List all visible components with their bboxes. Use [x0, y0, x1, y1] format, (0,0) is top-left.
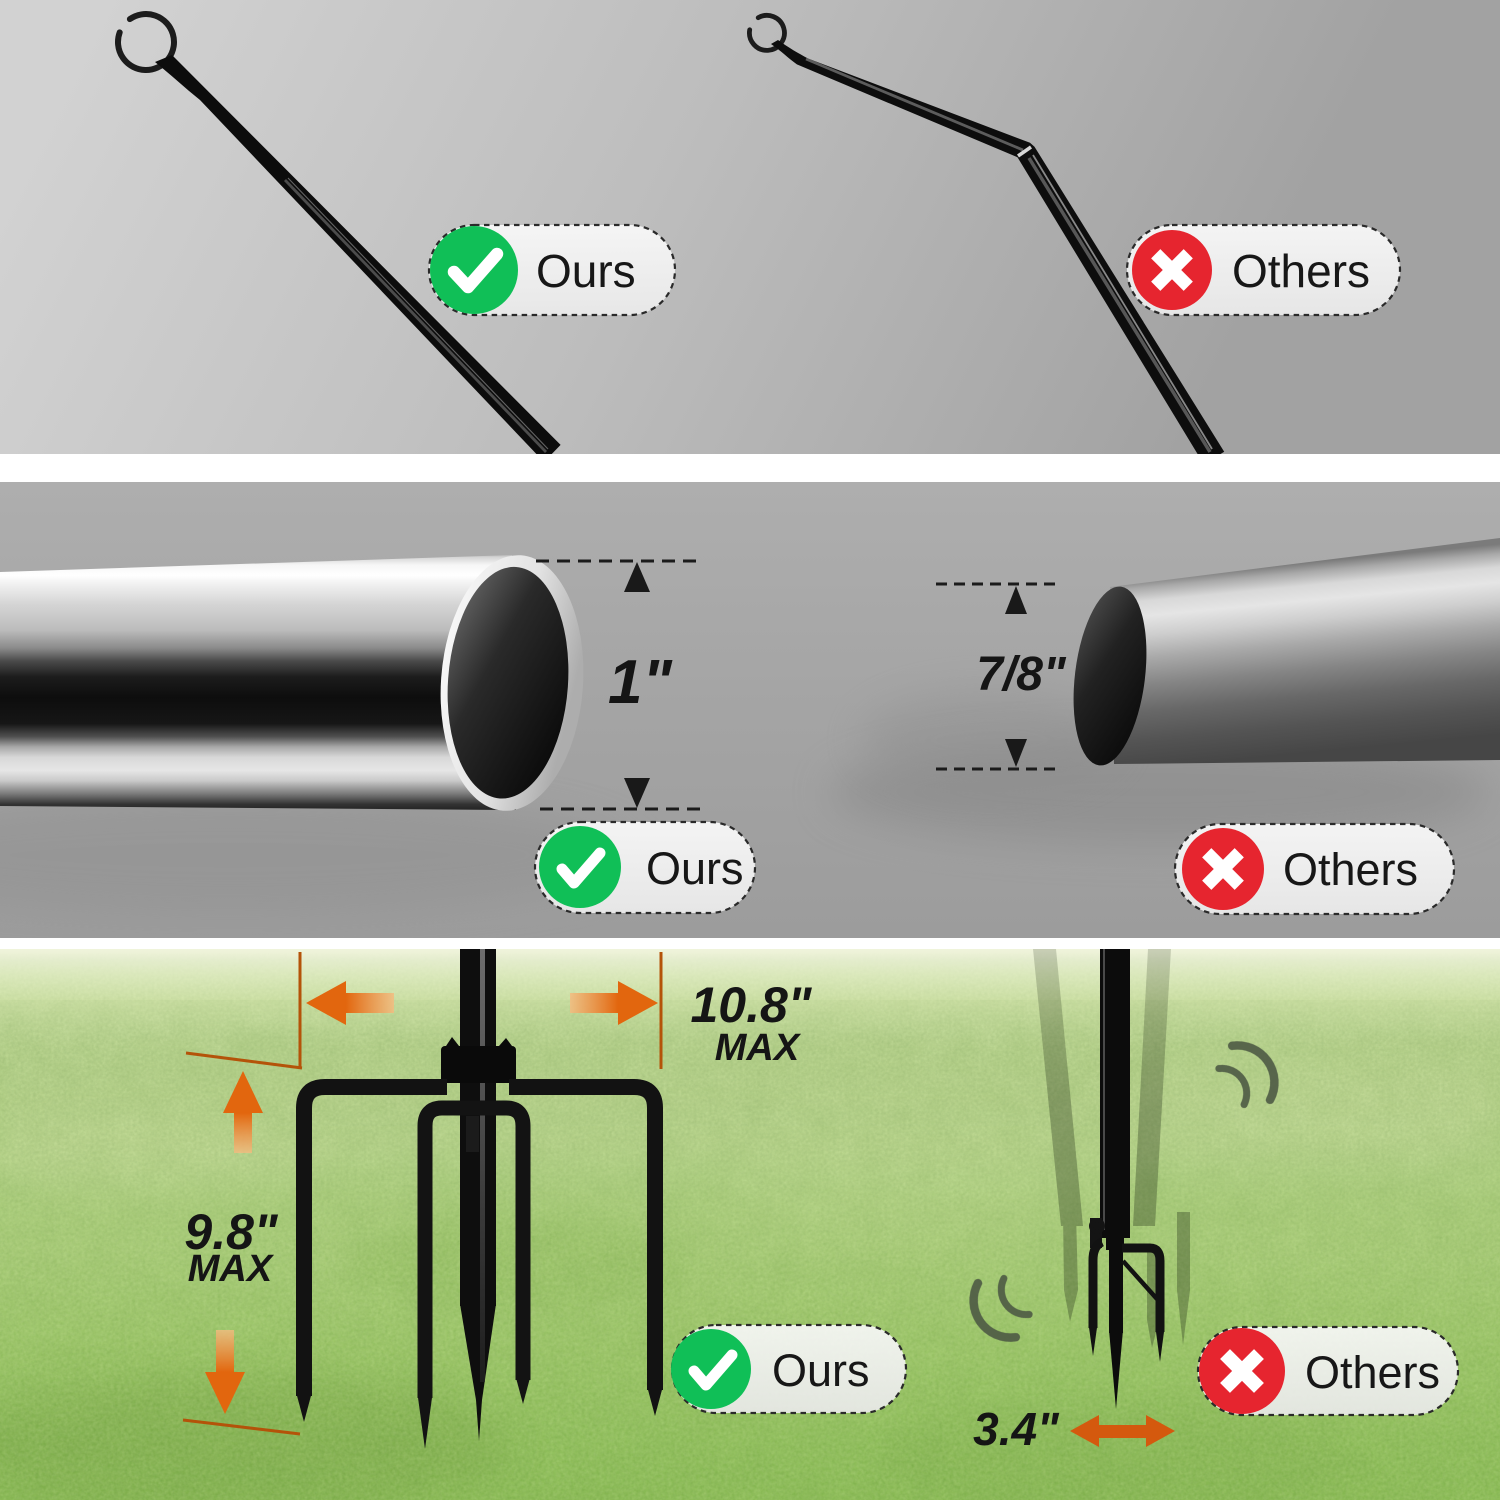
svg-text:7/8": 7/8": [976, 648, 1067, 701]
svg-text:MAX: MAX: [715, 1027, 802, 1069]
svg-text:10.8": 10.8": [690, 977, 812, 1033]
svg-text:Others: Others: [1305, 1347, 1440, 1398]
svg-text:9.8": 9.8": [184, 1204, 279, 1260]
svg-text:Ours: Ours: [646, 843, 744, 894]
svg-text:Others: Others: [1232, 245, 1370, 297]
svg-text:Others: Others: [1283, 844, 1418, 895]
svg-text:Ours: Ours: [772, 1345, 870, 1396]
svg-text:1": 1": [608, 648, 673, 717]
svg-text:MAX: MAX: [188, 1248, 275, 1290]
svg-text:3.4": 3.4": [973, 1403, 1060, 1455]
svg-text:Ours: Ours: [536, 245, 636, 297]
